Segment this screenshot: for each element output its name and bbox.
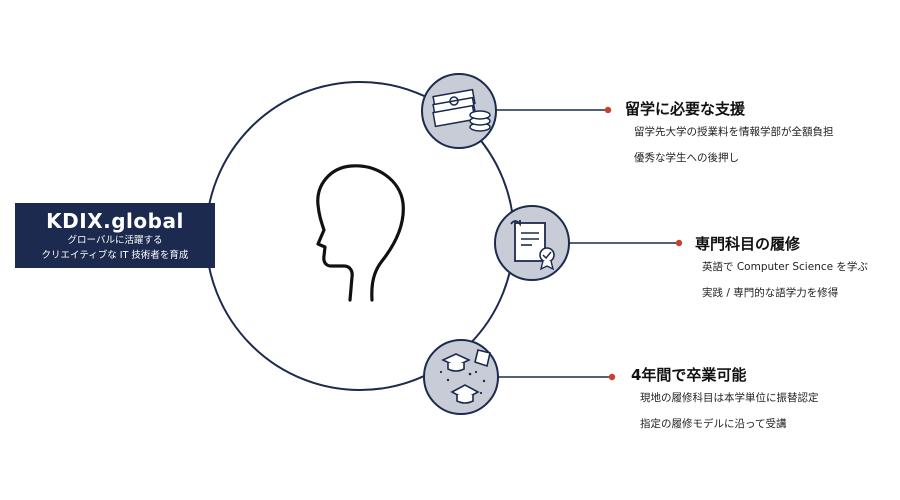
feature-title: 4年間で卒業可能: [631, 366, 747, 384]
feature-specialized-courses: 専門科目の履修 英語で Computer Science を学ぶ 実践 / 専門…: [692, 234, 868, 306]
feature-title: 留学に必要な支援: [625, 100, 746, 118]
brand-title: KDIX.global: [46, 209, 184, 233]
connector-2: [569, 239, 683, 247]
brand-box: KDIX.global グローバルに活躍する クリエイティブな IT 技術者を育…: [15, 203, 215, 268]
certificate-icon: [494, 205, 570, 281]
feature-title: 専門科目の履修: [695, 235, 801, 253]
feature-line: 留学先大学の授業料を情報学部が全額負担: [634, 126, 834, 138]
brand-subtitle-line1: グローバルに活躍する: [67, 235, 163, 246]
feature-line: 英語で Computer Science を学ぶ: [702, 261, 868, 273]
brand-subtitle-line2: クリエイティブな IT 技術者を育成: [41, 250, 189, 261]
graduation-caps-icon: [423, 339, 499, 415]
feature-line: 指定の履修モデルに沿って受講: [640, 418, 787, 430]
feature-line: 優秀な学生への後押し: [634, 152, 739, 164]
feature-line: 現地の履修科目は本学単位に振替認定: [640, 392, 819, 404]
connector-1: [496, 106, 612, 114]
feature-four-year-graduation: 4年間で卒業可能 現地の履修科目は本学単位に振替認定 指定の履修モデルに沿って受…: [628, 365, 819, 437]
feature-line: 実践 / 専門的な語学力を修得: [702, 287, 839, 299]
connector-3: [498, 373, 616, 381]
head-profile-icon: [316, 164, 405, 302]
feature-study-abroad-support: 留学に必要な支援 留学先大学の授業料を情報学部が全額負担 優秀な学生への後押し: [622, 99, 834, 171]
money-icon: [421, 73, 497, 149]
